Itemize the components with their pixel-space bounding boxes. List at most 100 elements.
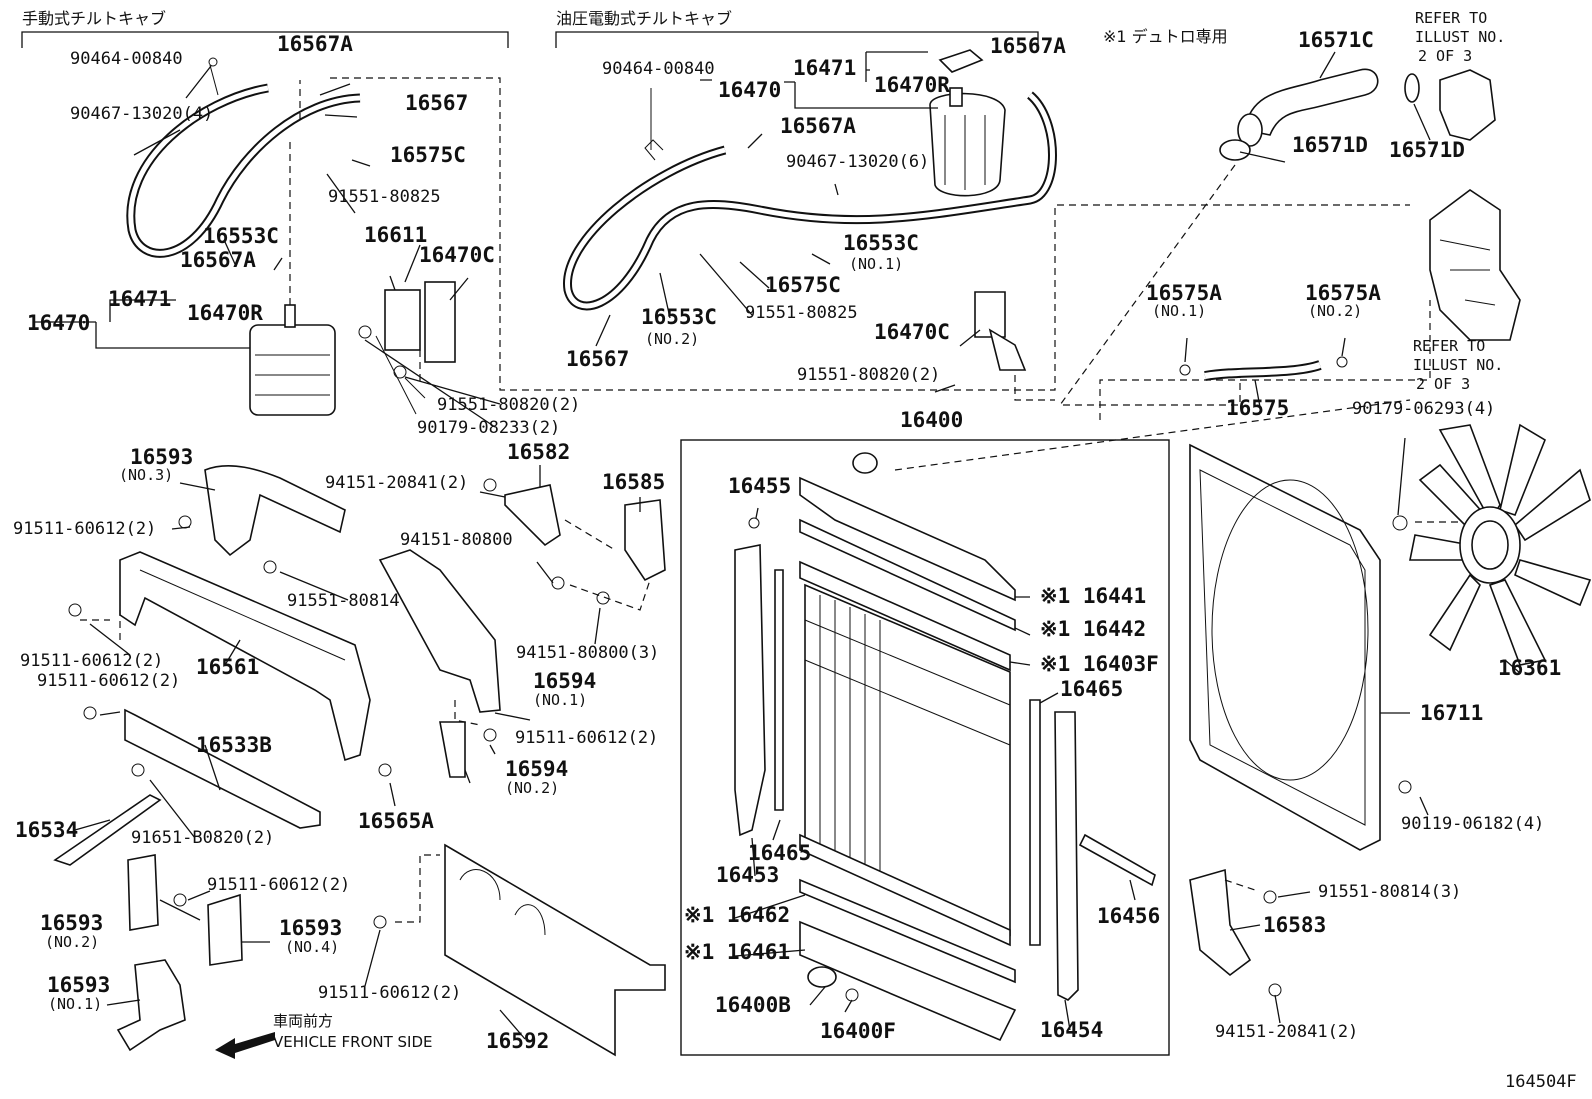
part-label: 16454 [1040, 1018, 1104, 1042]
clamp-16571D-lower [1219, 139, 1251, 161]
part-label: 91511-60612(2) [207, 875, 351, 895]
hydraulic-section-bracket [555, 31, 1039, 48]
part-label: 91551-80814 [287, 591, 400, 611]
part-label: 91551-80820(2) [797, 365, 941, 385]
water-outlet [1439, 69, 1496, 141]
part-label: 16567A [180, 248, 256, 272]
refer-note-top-line2: ILLUST NO. [1415, 28, 1506, 46]
gasket-16442 [799, 518, 1016, 632]
manual-section-bracket [21, 31, 509, 48]
gasket-16462 [799, 878, 1016, 984]
part-label: 16470 [718, 78, 782, 102]
part-label: 16567A [990, 34, 1066, 58]
refer-note-top-line3: 2 OF 3 [1418, 47, 1473, 65]
part-label: (NO.2) [645, 330, 700, 348]
note-duetro-only: ※1 デュトロ専用 [1103, 27, 1228, 46]
bracket-16593-no1 [116, 959, 186, 1052]
part-label: 16593 [130, 445, 194, 469]
tank-cap-16470R-left [284, 304, 296, 328]
part-label: 16592 [486, 1029, 550, 1053]
part-label: 90467-13020(6) [786, 152, 930, 172]
part-label: 16361 [1498, 656, 1562, 680]
part-label: 91551-80825 [328, 187, 441, 207]
part-label: 91551-80825 [745, 303, 858, 323]
part-label: ※1 16441 [1040, 584, 1147, 608]
bracket-16611 [384, 289, 421, 351]
stay-16533B [124, 708, 321, 829]
bracket-16470C-left [424, 281, 456, 363]
part-label: (NO.1) [48, 995, 103, 1013]
part-label: 16470R [874, 73, 950, 97]
part-label: 91511-60612(2) [515, 728, 659, 748]
part-label: 16583 [1263, 913, 1327, 937]
part-label: 90464-00840 [602, 59, 715, 79]
part-label: 16534 [15, 818, 79, 842]
drain-16400B [807, 966, 837, 988]
part-label: 16453 [716, 863, 780, 887]
side-member-16454 [1054, 711, 1079, 1001]
part-label: ※1 16442 [1040, 617, 1147, 641]
bracket-16582 [504, 484, 561, 547]
header-manual-tilt-cab: 手動式チルトキャブ [22, 9, 167, 28]
part-label: 91511-60612(2) [13, 519, 157, 539]
part-label: 16565A [358, 809, 434, 833]
bracket-16593-no2 [127, 854, 159, 931]
direction-label-jp: 車両前方 [273, 1012, 334, 1030]
side-member-16453 [734, 544, 766, 837]
fan-shroud-16711 [1189, 443, 1381, 851]
figure-id: 164504F [1505, 1072, 1577, 1092]
refer-note-bottom-line3: 2 OF 3 [1416, 375, 1471, 393]
refer-note-bottom-line1: REFER TO [1413, 337, 1486, 355]
part-label: (NO.3) [119, 466, 174, 484]
cover-16592 [444, 843, 666, 1057]
part-label: 90467-13020(4) [70, 104, 214, 124]
bracket-16585 [624, 499, 666, 582]
part-label: 91551-80814(3) [1318, 882, 1462, 902]
bracket-16593-no4 [207, 893, 243, 966]
clamp-16571D-upper [1404, 73, 1420, 103]
part-label: 16571D [1389, 138, 1465, 162]
part-label: 16593 [279, 916, 343, 940]
part-label: 90179-08233(2) [417, 418, 561, 438]
vehicle-front-arrow [215, 1032, 275, 1059]
part-label: 16470C [874, 320, 950, 344]
plate-16594-no2 [439, 721, 466, 778]
part-label: 16561 [196, 655, 260, 679]
part-label: 16594 [505, 757, 569, 781]
part-label: 16593 [47, 973, 111, 997]
part-label: 16533B [196, 733, 272, 757]
part-label: (NO.1) [533, 691, 588, 709]
part-label: 16553C [641, 305, 717, 329]
part-label: 94151-80800 [400, 530, 513, 550]
part-label: ※1 16462 [684, 903, 791, 927]
stay-16534 [53, 794, 162, 866]
part-label: 16594 [533, 669, 597, 693]
radiator-assembly-box [680, 439, 1170, 1056]
part-label: 16465 [1060, 677, 1124, 701]
seal-16456 [1078, 833, 1156, 887]
part-label: 16571D [1292, 133, 1368, 157]
part-label: 16575A [1305, 281, 1381, 305]
part-label: 90119-06182(4) [1401, 814, 1545, 834]
radiator-core [804, 583, 1011, 937]
part-label: ※1 16403F [1040, 652, 1159, 676]
part-label: 16470C [419, 243, 495, 267]
part-label: (NO.1) [1152, 302, 1207, 320]
part-label: 91511-60612(2) [20, 651, 164, 671]
lower-tank-16461 [799, 920, 1017, 1042]
refer-note-bottom-line2: ILLUST NO. [1413, 356, 1504, 374]
thermostat-housing [1429, 189, 1521, 341]
seal-16465-right [1029, 699, 1041, 946]
clip-90464-left [209, 64, 219, 96]
part-label: (NO.4) [285, 938, 340, 956]
bracket-16470C-right [974, 291, 1006, 338]
part-label: 16400F [820, 1019, 896, 1043]
tank-cap-16470R-right [949, 87, 963, 107]
part-label: 94151-20841(2) [325, 473, 469, 493]
part-label: ※1 16461 [684, 940, 791, 964]
reservoir-tank-16470-right [929, 92, 1006, 197]
direction-label-en: VEHICLE FRONT SIDE [273, 1033, 433, 1051]
refer-note-top-line1: REFER TO [1415, 9, 1488, 27]
part-label: 16553C [203, 224, 279, 248]
